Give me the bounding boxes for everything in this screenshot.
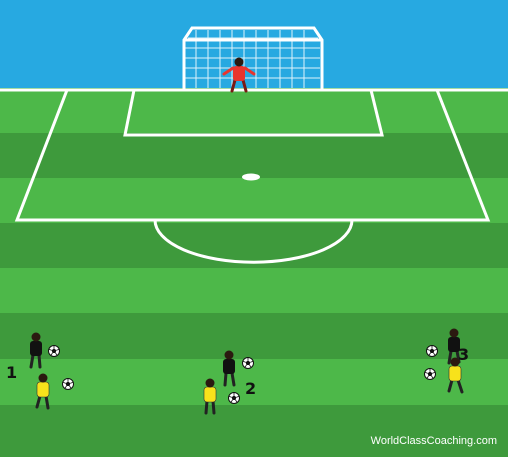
attacker-player [29,332,42,369]
ball-icon [426,345,438,357]
ball-icon [242,357,254,369]
watermark-text: WorldClassCoaching.com [371,435,497,447]
field-markings [0,88,508,264]
goalkeeper-player [222,57,256,93]
penalty-arc [153,219,354,264]
ball-icon [48,345,60,357]
defender-player [35,373,50,410]
goal-box [123,89,384,137]
defender-player [203,378,217,415]
penalty-spot [242,173,260,181]
station-1-label: 1 [6,363,17,382]
grass [0,88,508,457]
station-1: 1 [6,332,74,410]
penalty-box [14,89,491,222]
station-3: 3 [424,328,469,394]
ball-icon [424,368,436,380]
defender-player [447,357,464,394]
station-2: 2 [203,350,256,415]
attacker-player [223,350,236,387]
ball-icon [62,378,74,390]
ball-icon [228,392,240,404]
goal-frame [182,26,324,90]
sky-background [0,0,508,90]
station-2-label: 2 [245,379,256,398]
station-3-label: 3 [458,345,469,364]
